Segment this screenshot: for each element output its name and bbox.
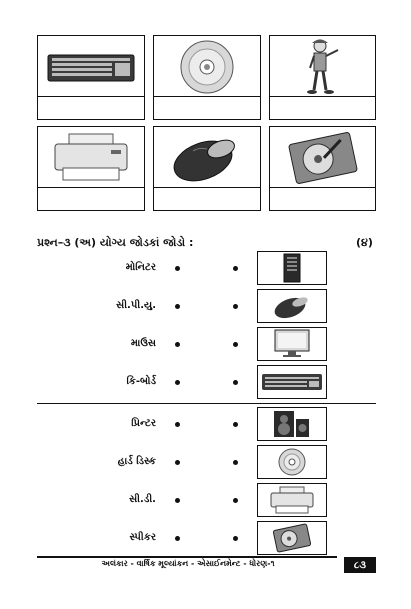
match-option-box [257,327,327,361]
answer-blank[interactable] [38,96,144,119]
match-label: કિ-બોર્ડ [126,376,157,387]
match-label: પ્રિન્ટર [131,418,156,429]
hard-disk-icon [272,523,312,553]
match-dot-left[interactable] [175,304,180,309]
match-dot-right[interactable] [233,304,238,309]
match-dot-left[interactable] [175,422,180,427]
match-label: સ્પીકર [129,532,156,543]
mouse-icon [274,297,308,319]
footer-rule [37,556,337,558]
answer-blank[interactable] [270,96,375,119]
cartoon-man-icon [306,39,338,94]
match-dot-left[interactable] [175,536,180,541]
section-divider [37,403,376,404]
match-option-box [257,365,327,399]
match-option-box [257,251,327,285]
cd-disc-icon [180,40,234,93]
cpu-tower-icon [283,253,301,283]
match-dot-left[interactable] [175,380,180,385]
page-number: ૮૩ [344,557,376,573]
match-dot-right[interactable] [233,380,238,385]
question-marks: (૪) [356,236,373,249]
match-dot-right[interactable] [233,422,238,427]
answer-blank[interactable] [154,96,260,119]
match-dot-left[interactable] [175,342,180,347]
picture-box-mouse [153,126,261,211]
match-dot-left[interactable] [175,498,180,503]
match-dot-right[interactable] [233,536,238,541]
answer-blank[interactable] [270,187,375,210]
picture-box-printer [37,126,145,211]
match-option-box [257,483,327,517]
match-option-box [257,521,327,555]
printer-icon [54,133,128,180]
match-option-box [257,289,327,323]
answer-blank[interactable] [38,187,144,210]
footer-text: અલંકાર - વાર્ષિક મૂલ્યાંકન - એસાઈનમેન્ટ … [101,559,275,568]
match-dot-left[interactable] [175,266,180,271]
match-dot-left[interactable] [175,460,180,465]
mouse-icon [173,139,235,181]
match-dot-right[interactable] [233,342,238,347]
question-title: પ્રશ્ન–૩ (અ) યોગ્ય જોડકાં જોડો : [37,236,194,249]
match-label: માઉસ [130,338,156,349]
match-label: મોનિટર [125,262,156,273]
picture-box-keyboard [37,35,145,120]
speaker-icon [274,411,309,437]
match-dot-right[interactable] [233,498,238,503]
answer-blank[interactable] [154,187,260,210]
match-dot-right[interactable] [233,460,238,465]
picture-box-hard-disk [269,126,376,211]
keyboard-icon [262,374,322,390]
match-option-box [257,445,327,479]
printer-icon [270,486,314,514]
cd-disc-icon [278,448,306,476]
match-option-box [257,407,327,441]
picture-box-man [269,35,376,120]
picture-box-cd [153,35,261,120]
match-label: સી.પી.યુ. [116,300,156,311]
match-dot-right[interactable] [233,266,238,271]
match-label: હાર્ડ ડિસ્ક [117,456,156,467]
monitor-icon [274,329,310,357]
match-label: સી.ડી. [129,494,156,505]
keyboard-icon [47,54,135,81]
hard-disk-icon [288,131,357,184]
